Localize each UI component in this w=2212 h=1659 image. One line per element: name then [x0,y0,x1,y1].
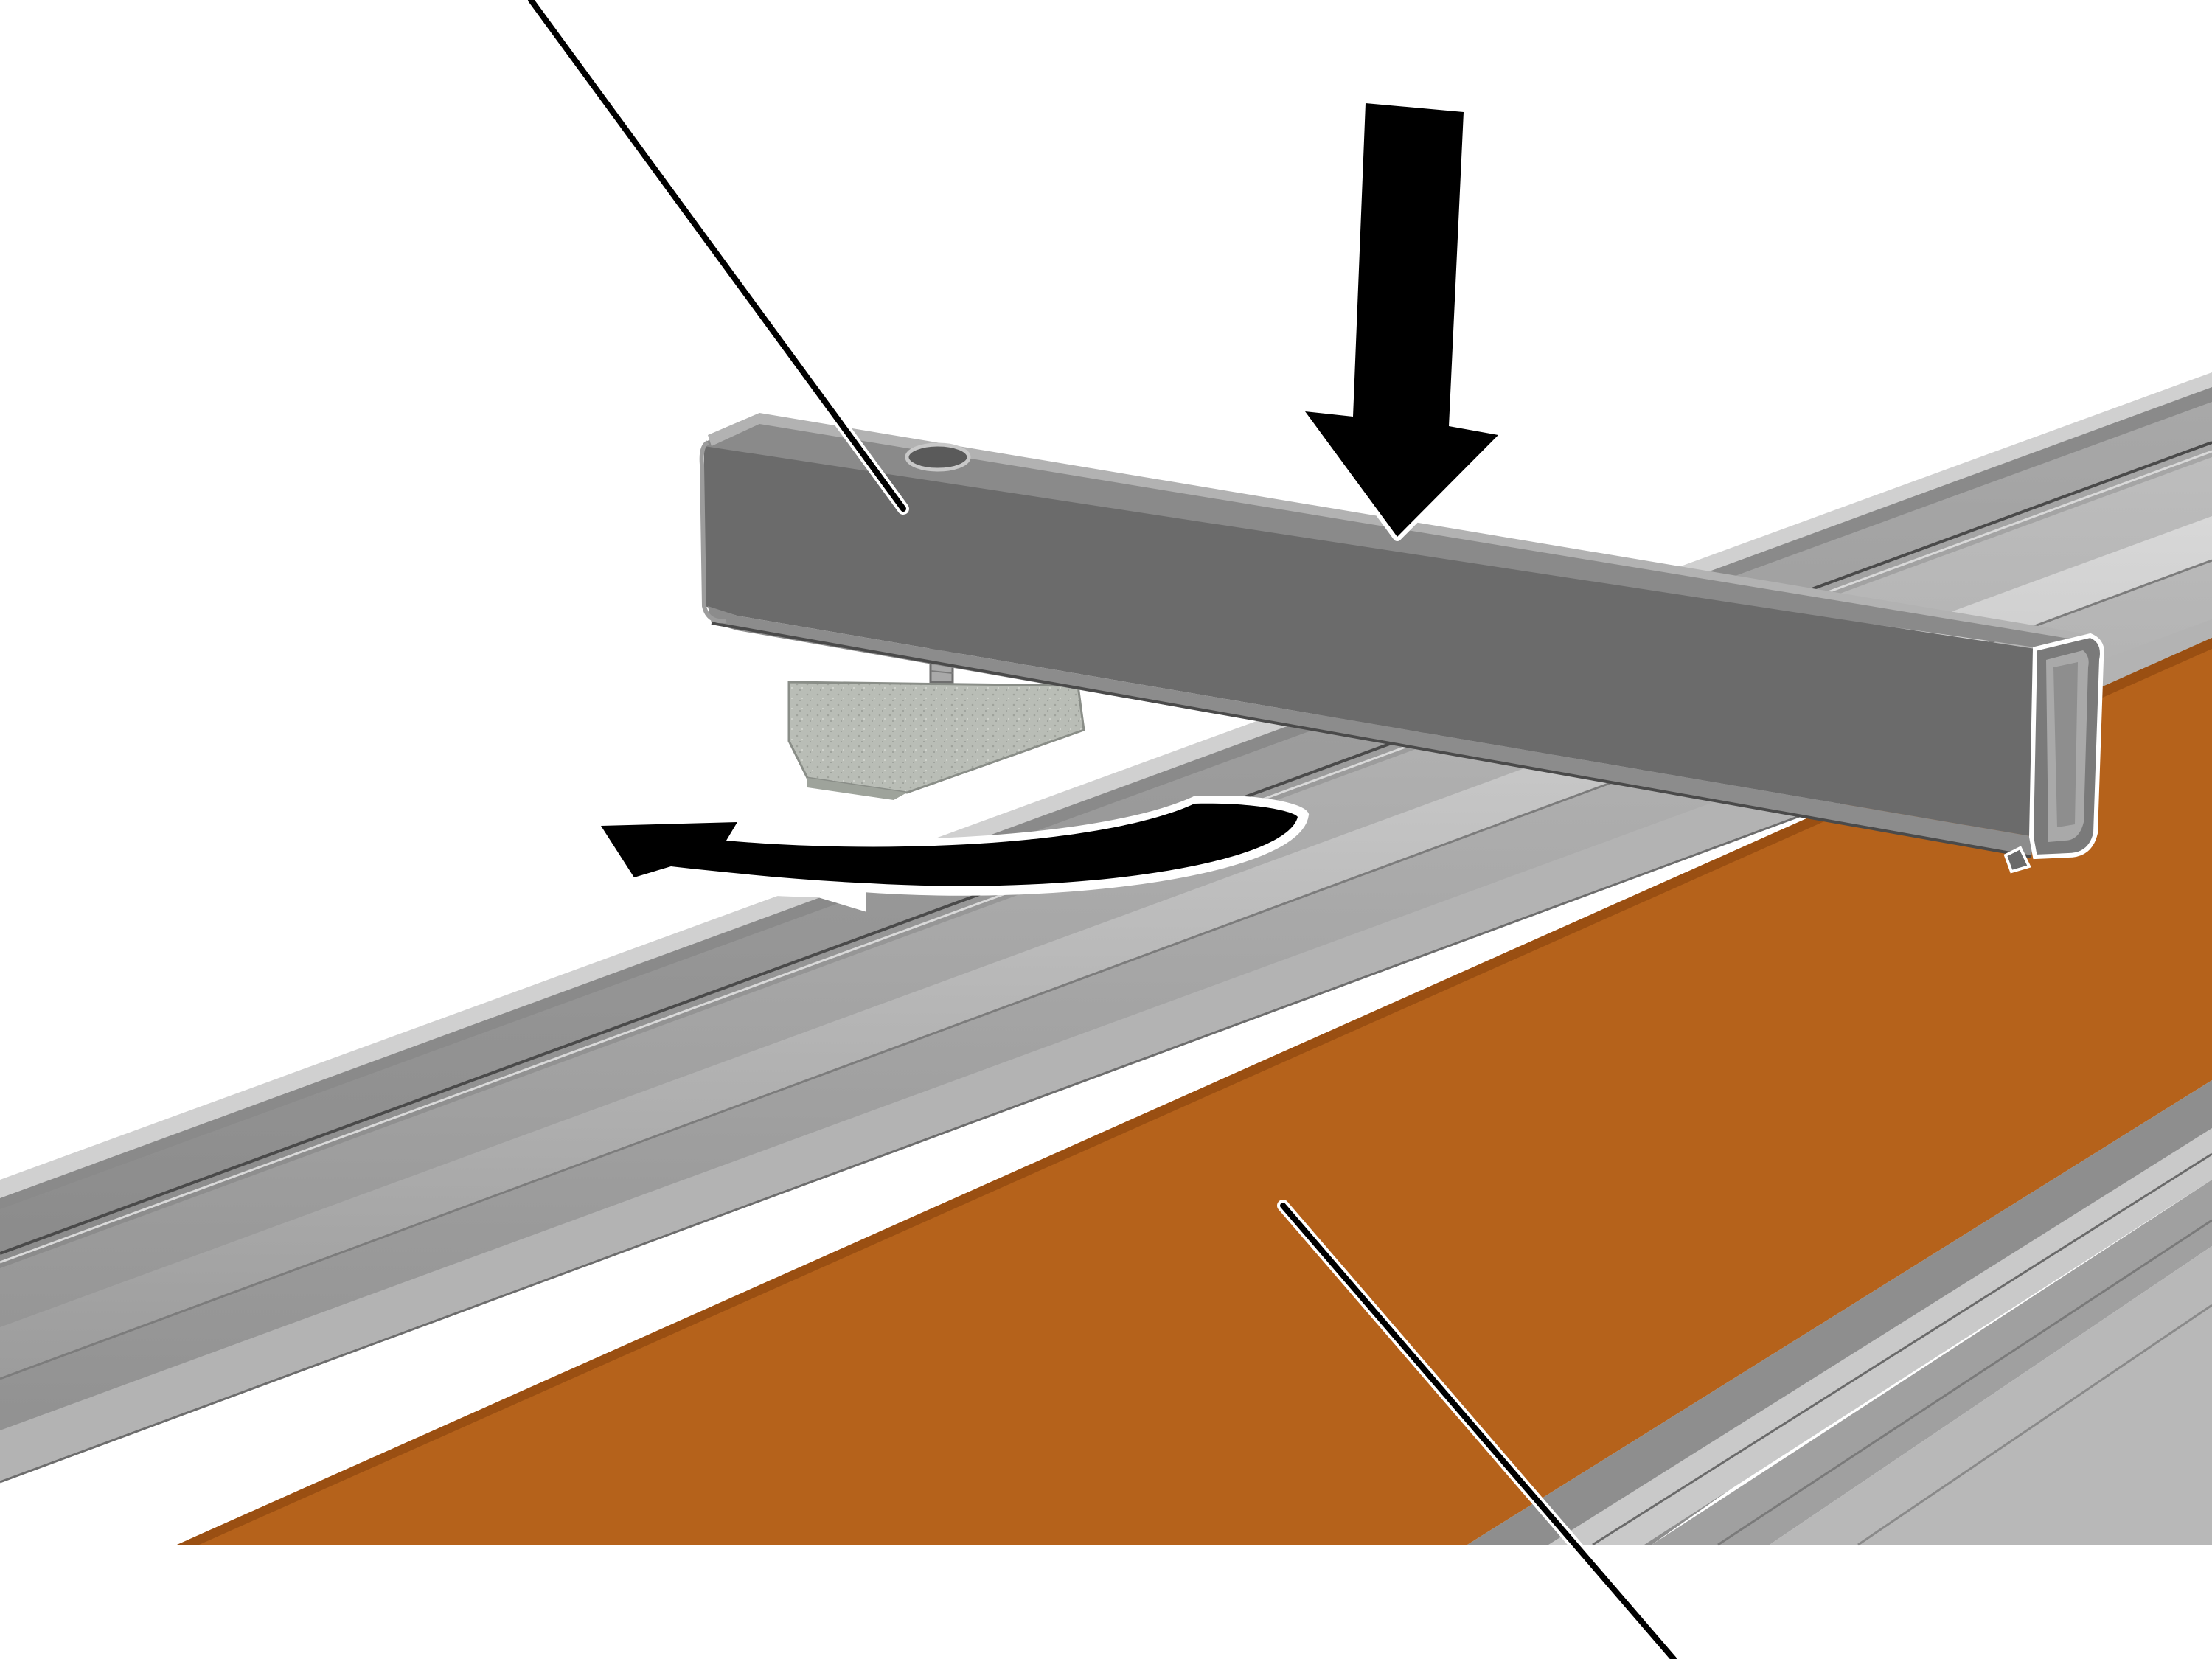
arrow-down-icon [1301,99,1503,541]
rotate-arrow-icon [588,796,1310,912]
leader-line-crossbar [525,0,909,515]
base-rail-front [1467,1080,2212,1546]
panel-profile [177,638,2212,1545]
leader-line-panel [1277,1200,1680,1659]
